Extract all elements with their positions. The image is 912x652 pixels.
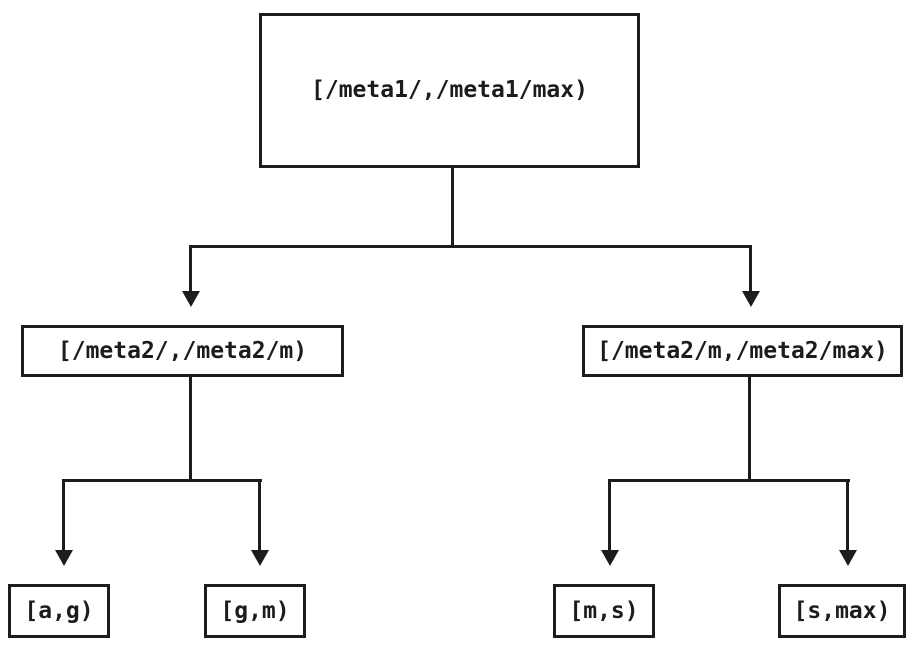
- node-leaf-a-g: [a,g): [8, 584, 110, 638]
- arrow-down-icon: [182, 291, 200, 307]
- arrow-down-icon: [251, 550, 269, 566]
- connector-right-subtree-horizontal: [608, 479, 850, 482]
- arrow-down-icon: [839, 550, 857, 566]
- node-root-meta1-range: [/meta1/,/meta1/max): [259, 13, 640, 168]
- connector-drop-g-m: [258, 479, 261, 550]
- connector-drop-m-s: [608, 479, 611, 550]
- arrow-down-icon: [55, 550, 73, 566]
- connector-meta2-right-stem: [748, 377, 751, 479]
- node-leaf-s-max: [s,max): [778, 584, 906, 638]
- connector-meta2-left-stem: [189, 377, 192, 479]
- node-meta2-right-range: [/meta2/m,/meta2/max): [582, 325, 903, 377]
- connector-left-subtree-horizontal: [62, 479, 262, 482]
- connector-drop-a-g: [62, 479, 65, 550]
- arrow-down-icon: [601, 550, 619, 566]
- connector-root-stem: [451, 168, 454, 246]
- node-meta2-left-range: [/meta2/,/meta2/m): [21, 325, 344, 377]
- connector-drop-left: [189, 245, 192, 291]
- arrow-down-icon: [742, 291, 760, 307]
- connector-drop-s-max: [846, 479, 849, 550]
- connector-drop-right: [749, 245, 752, 291]
- node-leaf-g-m: [g,m): [204, 584, 306, 638]
- connector-level1-horizontal: [189, 245, 752, 248]
- node-leaf-m-s: [m,s): [553, 584, 655, 638]
